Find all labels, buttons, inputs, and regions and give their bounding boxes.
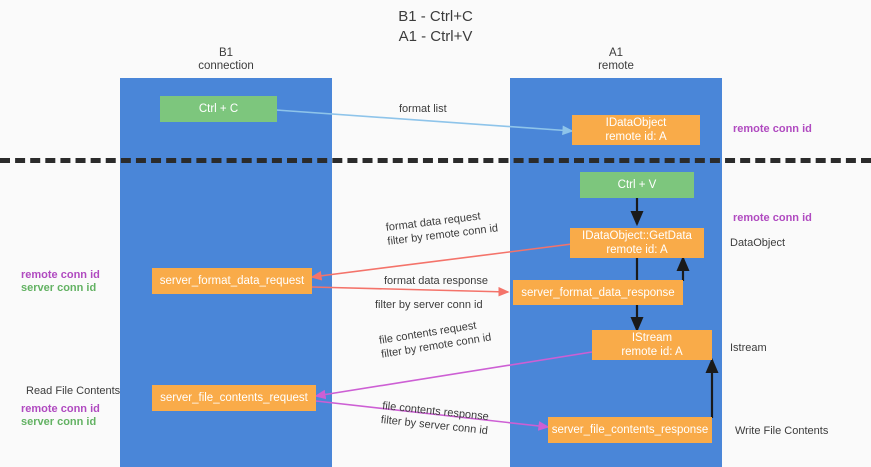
- node-server-file-contents-request-label: server_file_contents_request: [160, 392, 308, 404]
- edge-label-format-data-response-filter: filter by server conn id: [375, 298, 483, 312]
- edge-label-format-data-response-text: format data response: [384, 275, 488, 287]
- annotation-left-bottom-server-conn-id: server conn id: [21, 416, 97, 428]
- page-title-line-1: B1 - Ctrl+C: [398, 8, 473, 25]
- node-ctrl-v-label: Ctrl + V: [617, 179, 657, 191]
- annotation-left-bottom-remote-conn-id: remote conn id: [21, 403, 100, 415]
- node-server-file-contents-response-label: server_file_contents_response: [551, 424, 709, 436]
- page-title-line-2: A1 - Ctrl+V: [398, 28, 473, 45]
- annotation-istream: Istream: [730, 342, 767, 354]
- node-server-format-data-request-label: server_format_data_request: [159, 275, 305, 287]
- node-server-format-data-response[interactable]: server_format_data_response: [513, 280, 683, 305]
- node-istream-line-2: remote id: A: [621, 346, 683, 358]
- lane-header-a1-name: A1: [608, 47, 624, 59]
- annotation-left-remote-conn-id: remote conn id: [21, 269, 100, 281]
- annotation-dataobject: DataObject: [730, 237, 786, 249]
- node-istream-line-1: IStream: [631, 332, 673, 344]
- node-ctrl-c-label: Ctrl + C: [198, 103, 239, 115]
- edge-label-format-data-request: format data request filter by remote con…: [385, 207, 499, 248]
- lane-header-b1: B1 connection: [120, 47, 332, 73]
- edge-label-filter-prefix-4: filter by: [380, 413, 420, 430]
- edge-label-format-list: format list: [399, 103, 447, 115]
- lane-header-a1-role: remote: [598, 60, 634, 72]
- edge-label-filter-key-server-conn-id: server conn id: [413, 299, 483, 311]
- node-server-format-data-request[interactable]: server_format_data_request: [152, 268, 312, 294]
- node-ctrl-c[interactable]: Ctrl + C: [160, 96, 277, 122]
- node-idataobject-line-2: remote id: A: [605, 131, 667, 143]
- lane-header-a1: A1 remote: [510, 47, 722, 73]
- node-server-file-contents-request[interactable]: server_file_contents_request: [152, 385, 316, 411]
- page-title: B1 - Ctrl+C A1 - Ctrl+V: [0, 7, 871, 47]
- node-server-file-contents-response[interactable]: server_file_contents_response: [548, 417, 712, 443]
- edge-label-filter-prefix: filter by: [386, 231, 427, 248]
- edge-label-file-contents-response: file contents response filter by server …: [380, 399, 490, 438]
- node-idataobject-line-1: IDataObject: [605, 117, 667, 129]
- annotation-right-remote-conn-id-mid: remote conn id: [733, 212, 812, 224]
- annotation-read-file-contents: Read File Contents: [26, 385, 121, 397]
- lane-header-b1-name: B1: [218, 47, 234, 59]
- edge-label-file-contents-request: file contents request filter by remote c…: [378, 317, 492, 362]
- edge-label-format-data-response: format data response: [384, 274, 488, 288]
- node-ctrl-v[interactable]: Ctrl + V: [580, 172, 694, 198]
- node-idataobject-getdata[interactable]: IDataObject::GetData remote id: A: [570, 228, 704, 258]
- phase-divider: [0, 158, 871, 163]
- node-idataobject[interactable]: IDataObject remote id: A: [572, 115, 700, 145]
- annotation-write-file-contents: Write File Contents: [735, 425, 829, 437]
- annotation-left-server-conn-id: server conn id: [21, 282, 97, 294]
- annotation-right-remote-conn-id-top: remote conn id: [733, 123, 812, 135]
- lane-header-b1-role: connection: [198, 60, 254, 72]
- node-server-format-data-response-label: server_format_data_response: [521, 286, 675, 299]
- node-istream[interactable]: IStream remote id: A: [592, 330, 712, 360]
- edge-label-filter-prefix-2: filter by: [375, 299, 414, 311]
- node-getdata-line-2: remote id: A: [606, 244, 668, 256]
- node-getdata-line-1: IDataObject::GetData: [582, 230, 692, 242]
